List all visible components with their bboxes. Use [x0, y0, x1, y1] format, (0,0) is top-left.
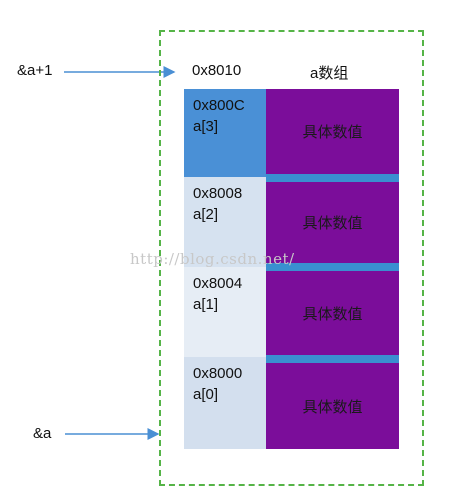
address-text: 0x8004: [193, 275, 243, 292]
top-address-label: 0x8010: [192, 62, 242, 79]
value-text: 具体数值: [302, 124, 363, 141]
element-name: a[0]: [193, 386, 219, 403]
address-cell-a2: 0x8008 a[2]: [184, 177, 266, 267]
address-cell-a3: 0x800C a[3]: [184, 89, 266, 177]
separator-bar: [266, 355, 399, 363]
element-name: a[1]: [193, 296, 219, 313]
value-text: 具体数值: [302, 215, 363, 232]
separator-bar: [266, 174, 399, 182]
pointer-a-plus-1-label: &a+1: [17, 62, 53, 79]
value-cell-a2: 具体数值: [266, 182, 399, 263]
address-cell-a0: 0x8000 a[0]: [184, 357, 266, 449]
pointer-a-label: &a: [33, 425, 52, 442]
memory-frame: [159, 30, 424, 486]
address-cell-a1: 0x8004 a[1]: [184, 267, 266, 357]
address-text: 0x800C: [193, 97, 245, 114]
separator-bar: [266, 263, 399, 271]
address-text: 0x8000: [193, 365, 243, 382]
value-text: 具体数值: [302, 305, 363, 323]
address-text: 0x8008: [193, 185, 243, 202]
value-cell-a0: 具体数值: [266, 363, 399, 449]
value-text: 具体数值: [302, 398, 363, 416]
value-cell-a3: 具体数值: [266, 89, 399, 174]
array-title: a数组: [310, 65, 349, 82]
watermark: http://blog.csdn.net/: [130, 250, 295, 268]
element-name: a[3]: [193, 118, 219, 135]
element-name: a[2]: [193, 206, 219, 223]
value-cell-a1: 具体数值: [266, 271, 399, 355]
